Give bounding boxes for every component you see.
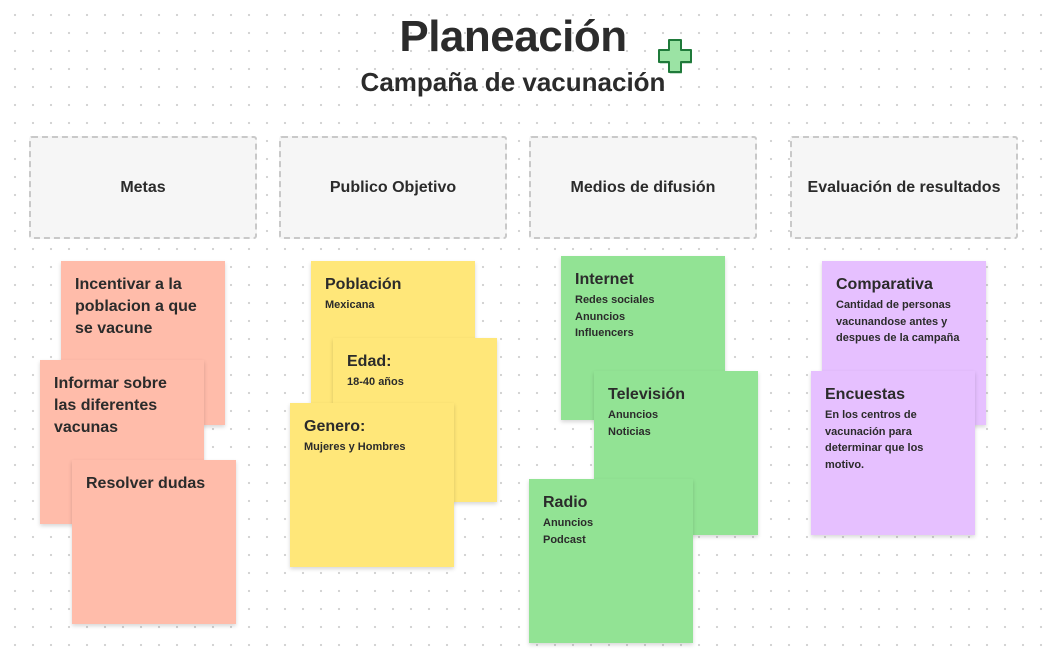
note-title: Internet xyxy=(575,271,634,288)
column-header-publico-objetivo: Publico Objetivo xyxy=(279,136,507,239)
note-body: Anuncios Noticias xyxy=(608,409,659,438)
note-body: Redes sociales Anuncios Influencers xyxy=(575,294,655,339)
column-header-label: Evaluación de resultados xyxy=(807,178,1001,196)
column-header-label: Medios de difusión xyxy=(570,178,716,196)
column-header-evaluacion-resultados: Evaluación de resultados xyxy=(790,136,1018,239)
note-body: Cantidad de personas vacunandose antes y… xyxy=(836,299,960,344)
note-title: Encuestas xyxy=(825,386,906,403)
note-title: Informar sobre las diferentes vacunas xyxy=(54,375,167,436)
note-title: Radio xyxy=(543,494,588,511)
page-subtitle: Campaña de vacunación xyxy=(360,67,666,97)
note-body: Anuncios Podcast xyxy=(543,517,594,546)
sticky-note-genero[interactable]: Genero: Mujeres y Hombres xyxy=(290,403,454,567)
sticky-note-encuestas[interactable]: Encuestas En los centros de vacunación p… xyxy=(811,371,975,535)
note-title: Genero: xyxy=(304,418,366,435)
column-header-medios-difusion: Medios de difusión xyxy=(529,136,757,239)
page-title: Planeación xyxy=(399,12,627,61)
note-title: Incentivar a la poblacion a que se vacun… xyxy=(75,276,197,337)
plus-icon[interactable] xyxy=(656,37,694,75)
note-title: Resolver dudas xyxy=(86,475,206,492)
note-body: Mujeres y Hombres xyxy=(304,441,406,453)
note-body: En los centros de vacunación para determ… xyxy=(825,409,924,471)
column-header-label: Publico Objetivo xyxy=(329,178,457,196)
note-title: Comparativa xyxy=(836,276,933,293)
note-title: Televisión xyxy=(608,386,686,403)
note-title: Edad: xyxy=(347,353,392,370)
column-header-metas: Metas xyxy=(29,136,257,239)
note-body: 18-40 años xyxy=(347,376,404,388)
note-title: Población xyxy=(325,276,402,293)
note-body: Mexicana xyxy=(325,299,375,311)
column-header-label: Metas xyxy=(120,178,166,196)
sticky-note-resolver-dudas[interactable]: Resolver dudas xyxy=(72,460,236,624)
sticky-note-radio[interactable]: Radio Anuncios Podcast xyxy=(529,479,693,643)
